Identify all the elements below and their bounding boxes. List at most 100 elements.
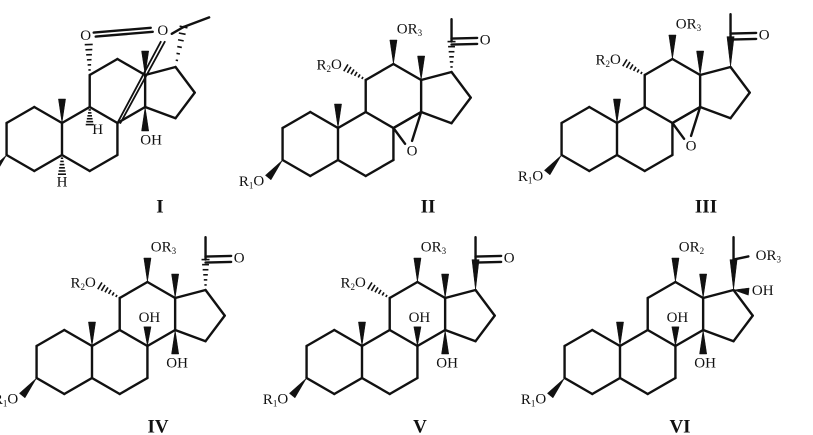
ring-d-bond (419, 70, 453, 82)
c17-oh-label: OH (752, 283, 774, 299)
c8-oh-label: OH (139, 310, 161, 326)
compound-numeral: III (695, 196, 717, 217)
ring-a (591, 328, 622, 348)
ring-d-bond (450, 70, 472, 99)
r1o-label: R1O (263, 392, 289, 409)
ring-d-bond (204, 314, 226, 343)
ring-b-bond (388, 328, 419, 348)
c8-oh-wedge (143, 326, 152, 347)
epoxide-bond (410, 110, 423, 143)
c11-hashed-bond (622, 59, 643, 75)
ring-a (333, 328, 364, 348)
c12-wedge (671, 257, 680, 283)
hash-stroke (346, 66, 352, 74)
ring-d-bond (443, 288, 477, 300)
ring-b-bond (646, 328, 677, 348)
compound-numeral: II (421, 196, 436, 217)
ring-d-bond (698, 105, 732, 120)
ring-b-bond (60, 153, 91, 173)
c18-methyl-wedge (141, 50, 150, 76)
ring-d-bond (419, 110, 453, 125)
ring-b-bond (360, 328, 391, 348)
hash-stroke (367, 282, 373, 290)
ring-d-bond (701, 288, 735, 300)
ring-d-bond (729, 91, 751, 120)
r1o-label: R1O (0, 392, 18, 409)
c18-methyl-wedge (441, 273, 450, 299)
c19-methyl-wedge (58, 98, 66, 124)
bridge-bond (94, 30, 154, 38)
epoxide-bond (392, 126, 407, 146)
epoxide-bond (671, 121, 686, 141)
c14-oh-label: OH (694, 355, 716, 371)
ring-a (309, 110, 340, 130)
ring-c-bond (88, 57, 119, 77)
or3-label: OR3 (151, 239, 177, 256)
ring-b-bond (60, 105, 91, 125)
ring-b-bond (618, 376, 649, 396)
ketone-bond (450, 36, 479, 40)
r1o-label: R1O (518, 169, 544, 186)
ring-c-bond (146, 280, 177, 300)
c11-hashed-bond (343, 64, 364, 80)
ring-b-bond (360, 376, 391, 396)
ring-a (305, 376, 336, 396)
ring-b-bond (88, 105, 119, 125)
hash-stroke (374, 287, 379, 293)
ring-b-bond (615, 105, 646, 125)
r2o-label: R2O (71, 275, 97, 292)
ring-d-bond (732, 314, 754, 343)
ring-d-bond (701, 328, 735, 343)
compound-numeral: I (156, 196, 163, 217)
c20-or3-bond (732, 255, 750, 261)
epoxide-bond (671, 105, 702, 125)
ring-a (35, 328, 66, 348)
c19-methyl-wedge (613, 98, 621, 124)
c14-oh-label: OH (436, 355, 458, 371)
c11-hashed-bond (97, 282, 118, 298)
ring-a (588, 105, 619, 125)
c18-methyl-wedge (417, 55, 426, 81)
c5-h-label: H (57, 175, 68, 191)
or3-label: OR3 (421, 239, 447, 256)
ring-b-bond (118, 328, 149, 348)
bridge-o-label-a: O (80, 28, 91, 44)
epoxide-o-label: O (686, 138, 697, 154)
ring-c-bond (118, 280, 149, 300)
ring-b-bond (90, 328, 121, 348)
r2o-label: R2O (341, 275, 367, 292)
c12-wedge (413, 257, 422, 283)
hash-stroke (353, 71, 358, 77)
hash-stroke (350, 69, 355, 75)
hash-stroke (385, 294, 388, 298)
r1o-label: R1O (521, 392, 547, 409)
ring-a (305, 328, 336, 348)
c5-hashed-bond (58, 157, 66, 175)
c3-wedge (544, 154, 562, 176)
ketone-o-label: O (504, 250, 515, 266)
ring-c-bond (146, 328, 177, 348)
ring-c-bond (364, 62, 395, 82)
epoxide-bond (689, 105, 702, 138)
ketone-bond (729, 37, 758, 41)
ketone-bond (729, 31, 758, 35)
compound-I: R1OHHOHOOI (0, 16, 211, 217)
ring-c-bond (416, 280, 447, 300)
c21-methyl-bond (182, 16, 211, 29)
c9-hashed-bond (85, 109, 94, 126)
ring-a (33, 153, 64, 173)
c3-wedge (0, 154, 7, 167)
bridge-bond (116, 40, 162, 124)
hash-stroke (381, 292, 385, 296)
ring-a (333, 376, 364, 396)
ring-b-bond (646, 376, 677, 396)
bridge-bond (119, 40, 166, 124)
ring-a (5, 153, 36, 173)
ring-d-bond (450, 96, 472, 125)
hash-stroke (343, 64, 349, 72)
ring-a (63, 328, 94, 348)
c12-wedge (143, 257, 152, 283)
compound-numeral: IV (147, 416, 168, 435)
